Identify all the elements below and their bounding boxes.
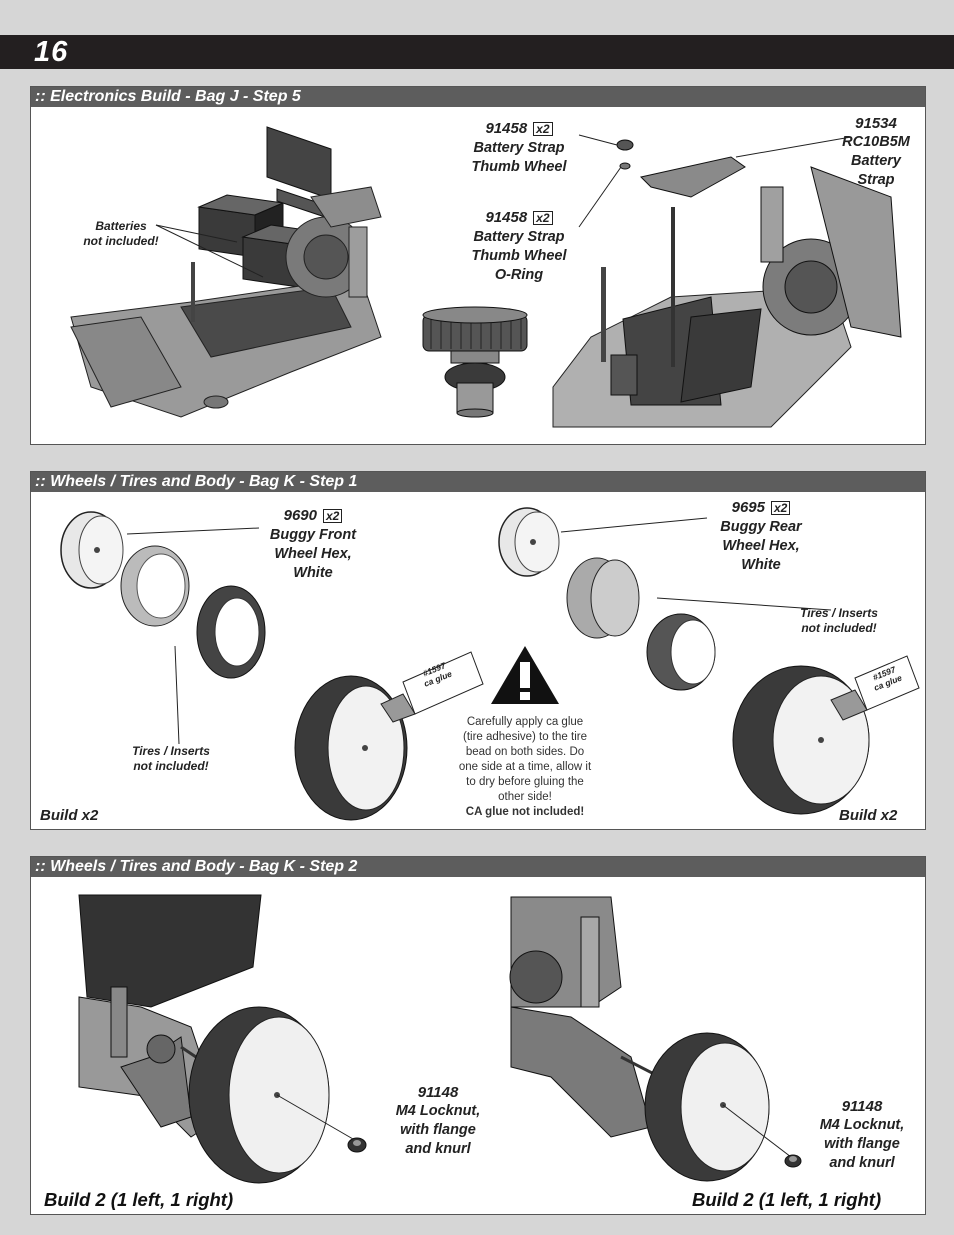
- front-tire-illustration: [196, 585, 266, 679]
- battery-strap-label: 91534 RC10B5M Battery Strap: [842, 115, 910, 188]
- rear-wheel-illustration: [498, 507, 560, 577]
- rear-suspension-illustration: [509, 896, 692, 1138]
- panel-electronics-step5: :: Electronics Build - Bag J - Step 5: [30, 86, 926, 445]
- tires-note-right: Tires / Inserts not included!: [800, 606, 878, 635]
- glue-tube-right-illustration: [830, 655, 920, 721]
- batteries-note: Batteries not included!: [83, 219, 159, 248]
- tires-note-left: Tires / Inserts not included!: [132, 744, 210, 773]
- panel-wheels-step2: :: Wheels / Tires and Body - Bag K - Ste…: [30, 856, 926, 1215]
- build-count-left: Build x2: [40, 807, 99, 824]
- panel-title: :: Wheels / Tires and Body - Bag K - Ste…: [35, 473, 358, 490]
- build-count-right: Build x2: [839, 807, 898, 824]
- panel-title: :: Electronics Build - Bag J - Step 5: [35, 88, 301, 105]
- page-number: 16: [34, 36, 69, 68]
- electronics-illustration: [70, 126, 902, 428]
- caution-text: Carefully apply ca glue (tire adhesive) …: [458, 716, 592, 818]
- locknut-left-illustration: [347, 1137, 367, 1153]
- locknut-right-label: 91148 M4 Locknut, with flange and knurl: [819, 1098, 905, 1171]
- rear-tire-illustration: [646, 613, 716, 691]
- locknut-left-label: 91148 M4 Locknut, with flange and knurl: [395, 1084, 481, 1157]
- warning-triangle-icon: [491, 646, 559, 704]
- panel-header: :: Wheels / Tires and Body - Bag K - Ste…: [31, 472, 925, 492]
- rear-wheel-assembled-illustration: [732, 665, 870, 815]
- front-wheel-illustration: [60, 511, 124, 589]
- panel-wheels-step1: :: Wheels / Tires and Body - Bag K - Ste…: [30, 471, 926, 830]
- rear-wheel-mounted-illustration: [644, 1032, 770, 1182]
- page-header-bar: [0, 35, 954, 69]
- thumb-wheel-closeup-illustration: [422, 306, 528, 418]
- front-wheel-assembled-illustration: [294, 675, 408, 821]
- rear-insert-illustration: [566, 557, 640, 639]
- wheels-step1-illustration: [60, 507, 920, 821]
- front-suspension-illustration: [78, 894, 272, 1138]
- front-wheel-mounted-illustration: [188, 1006, 330, 1184]
- build-instruction-left: Build 2 (1 left, 1 right): [44, 1189, 234, 1210]
- glue-tube-left-illustration: [380, 651, 484, 723]
- panel-header: :: Wheels / Tires and Body - Bag K - Ste…: [31, 857, 925, 877]
- wheels-step2-illustration: [78, 894, 802, 1184]
- chassis-right-illustration: [552, 139, 902, 428]
- locknut-right-illustration: [784, 1154, 802, 1168]
- panel-header: :: Electronics Build - Bag J - Step 5: [31, 87, 925, 107]
- build-instruction-right: Build 2 (1 left, 1 right): [692, 1189, 882, 1210]
- panel-title: :: Wheels / Tires and Body - Bag K - Ste…: [35, 858, 358, 875]
- chassis-left-illustration: [70, 186, 382, 418]
- front-insert-illustration: [120, 545, 190, 627]
